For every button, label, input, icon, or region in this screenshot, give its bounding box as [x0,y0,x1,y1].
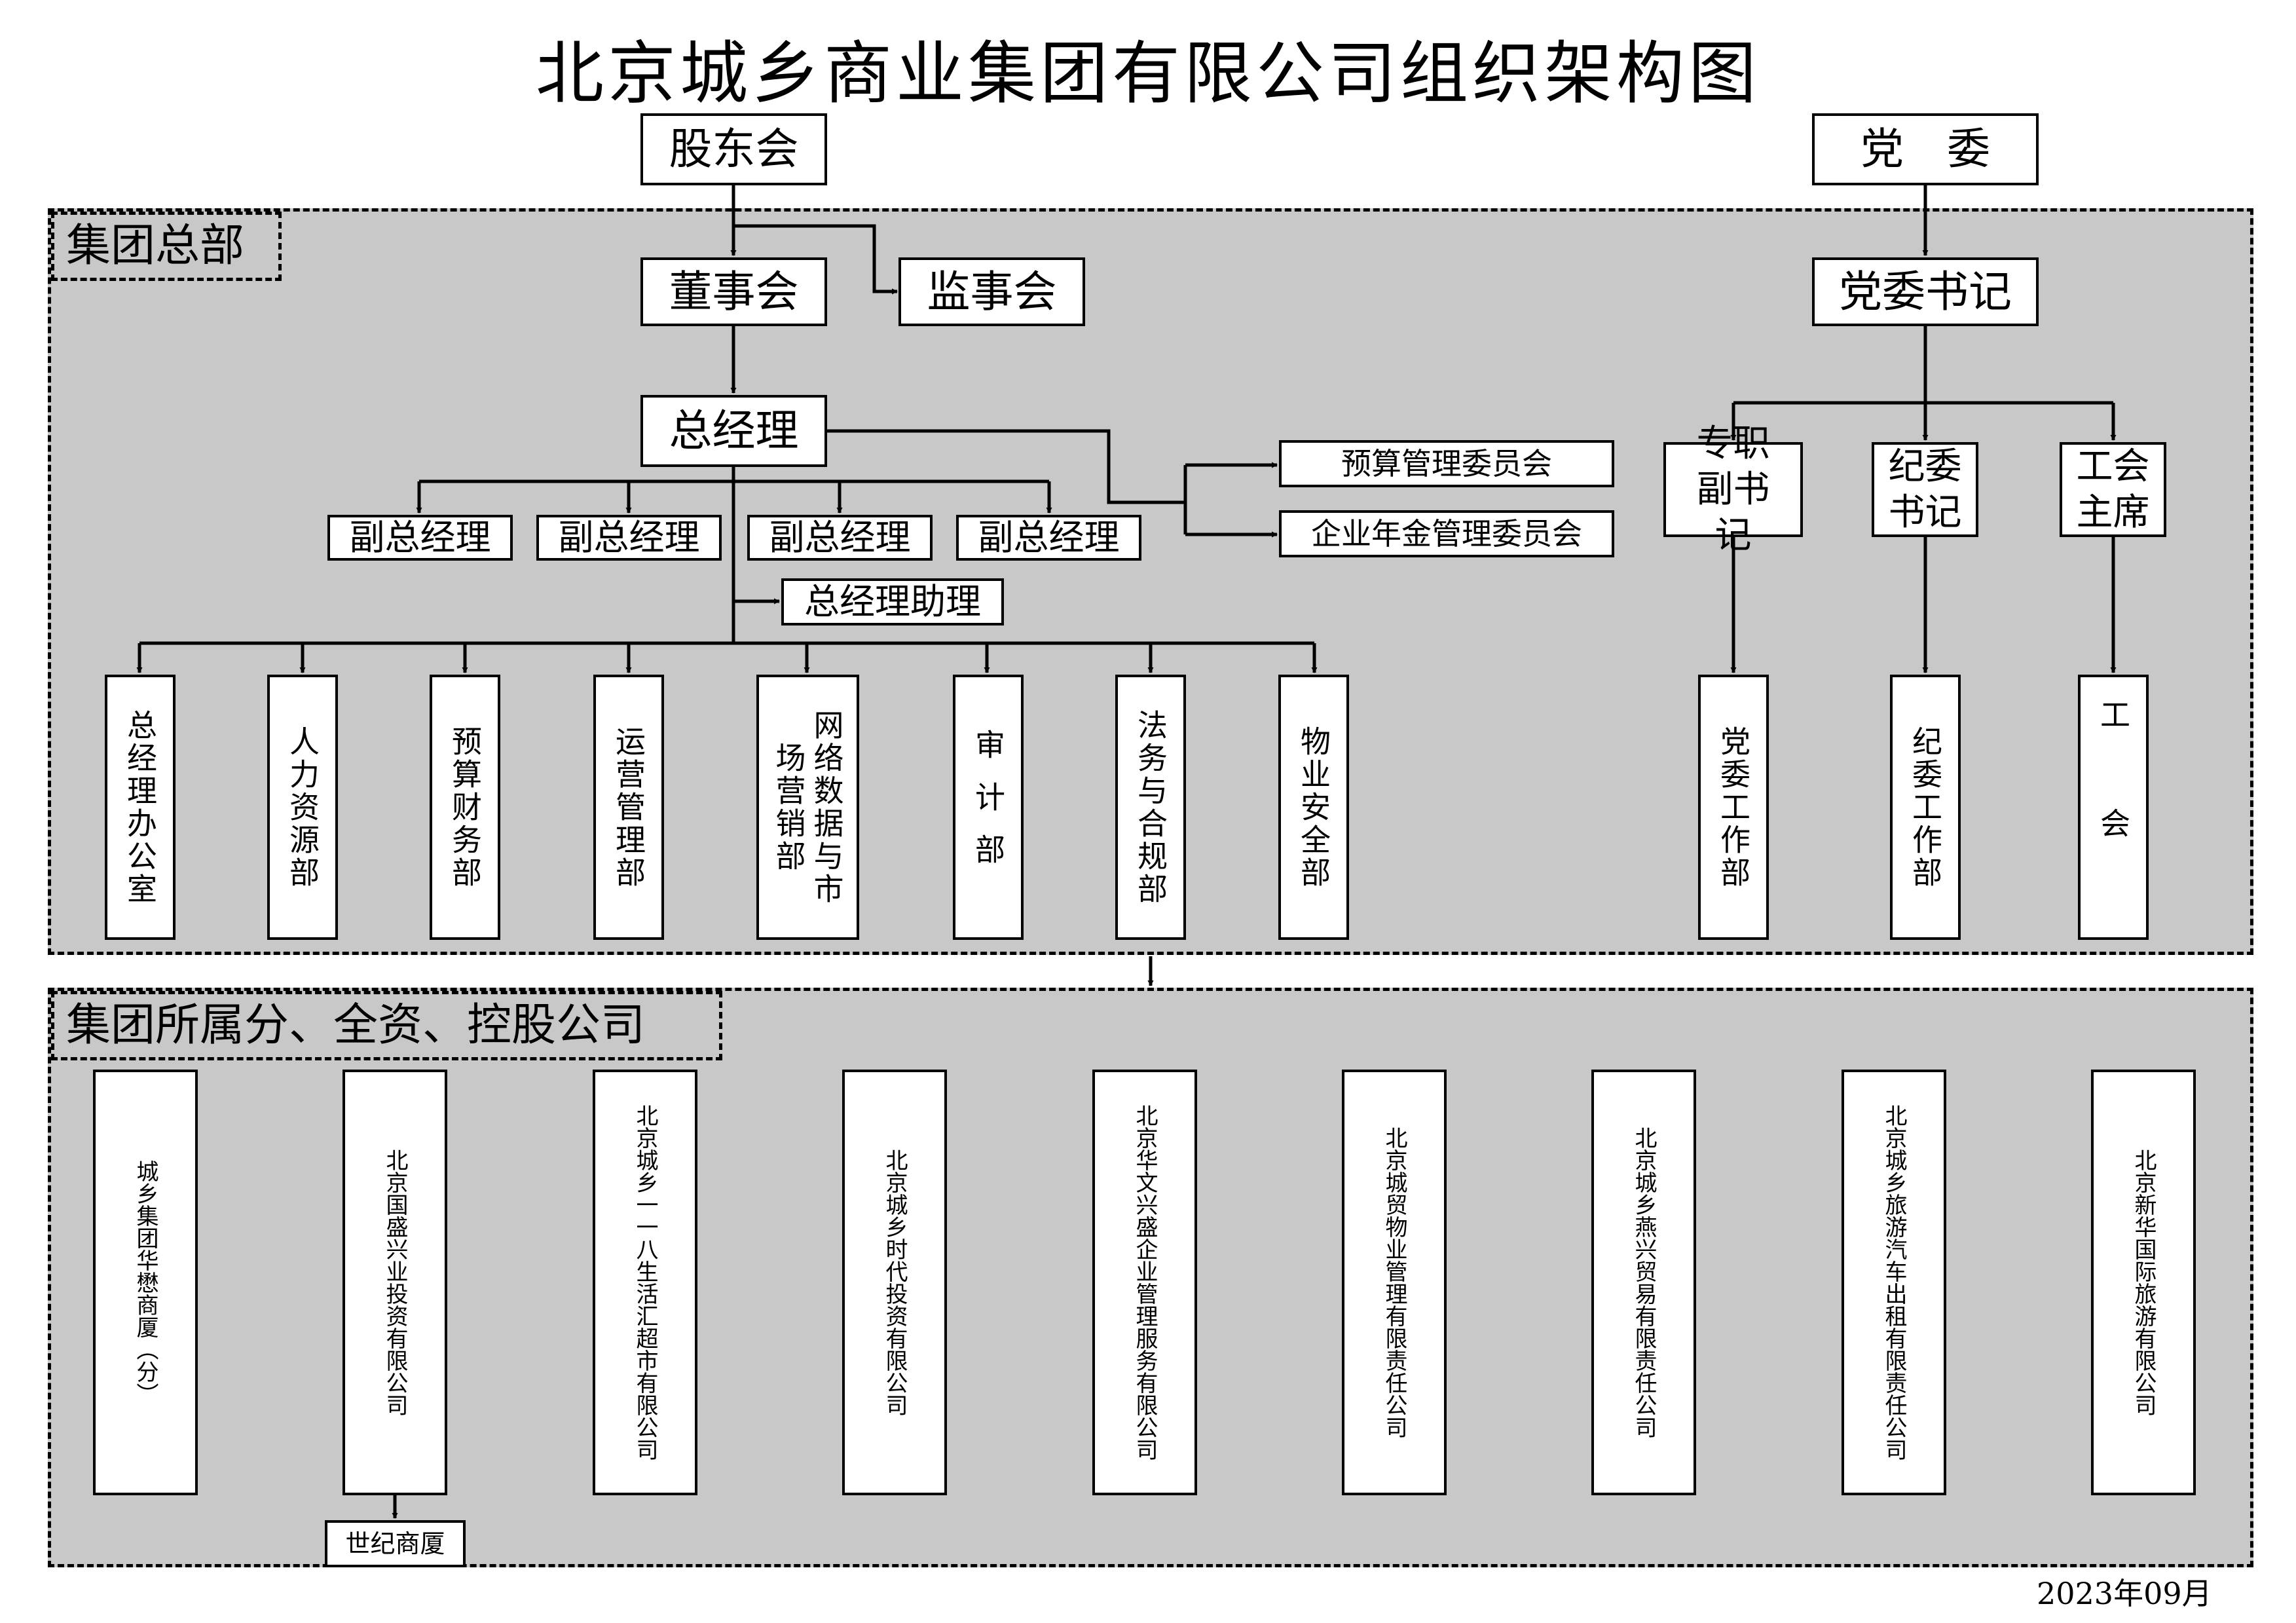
department-box: 物业安全部 [1278,675,1349,940]
department-box: 网络数据与市场营销部 [756,675,859,940]
subsidiary-box: 北京城乡时代投资有限公司 [842,1070,947,1495]
party-secretary-box: 党委书记 [1812,257,2039,326]
deputy-gm-box: 副总经理 [956,515,1141,561]
subsidiary-box: 北京国盛兴业投资有限公司 [343,1070,447,1495]
subsidiary-box: 北京城乡一一八生活汇超市有限公司 [593,1070,697,1495]
department-box: 人力资源部 [267,675,338,940]
party-role-box: 专职副书记 [1663,422,1803,557]
department-box: 运营管理部 [593,675,664,940]
shareholders-box: 股东会 [640,113,827,185]
deputy-gm-box: 副总经理 [747,515,933,561]
party-committee-box: 党 委 [1812,113,2039,185]
department-box: 法务与合规部 [1115,675,1186,940]
deputy-gm-box: 副总经理 [536,515,722,561]
department-box: 预算财务部 [430,675,500,940]
party-department-box: 党委工作部 [1698,675,1769,940]
chart-date: 2023年09月 [2037,1576,2212,1611]
subsidiary-box: 北京城乡旅游汽车出租有限责任公司 [1842,1070,1946,1495]
supervisors-box: 监事会 [898,257,1085,326]
subsidiary-box: 城乡集团华懋商厦（分） [93,1070,198,1495]
chart-title: 北京城乡商业集团有限公司组织架构图 [535,33,1760,113]
budget-committee-box: 预算管理委员会 [1279,440,1614,487]
hq-region-label: 集团总部 [51,212,282,281]
board-box: 董事会 [640,257,827,326]
subsidiary-box: 北京新华国际旅游有限公司 [2091,1070,2196,1495]
party-department-box: 纪委工作部 [1890,675,1961,940]
sub-branch-box: 世纪商厦 [325,1520,466,1567]
department-box: 审计部 [953,675,1024,940]
subsidiary-box: 北京城乡燕兴贸易有限责任公司 [1591,1070,1696,1495]
party-role-box: 纪委书记 [1872,442,1978,537]
deputy-gm-box: 副总经理 [327,515,513,561]
subsidiaries-region-label: 集团所属分、全资、控股公司 [51,991,722,1060]
party-role-box: 工会主席 [2060,442,2166,537]
gm-assistant-box: 总经理助理 [781,578,1004,625]
department-box: 总经理办公室 [105,675,176,940]
pension-committee-box: 企业年金管理委员会 [1279,510,1614,557]
party-department-box: 工会 [2078,675,2149,940]
subsidiary-box: 北京城贸物业管理有限责任公司 [1342,1070,1447,1495]
general-manager-box: 总经理 [640,395,827,467]
subsidiary-box: 北京华文兴盛企业管理服务有限公司 [1092,1070,1197,1495]
